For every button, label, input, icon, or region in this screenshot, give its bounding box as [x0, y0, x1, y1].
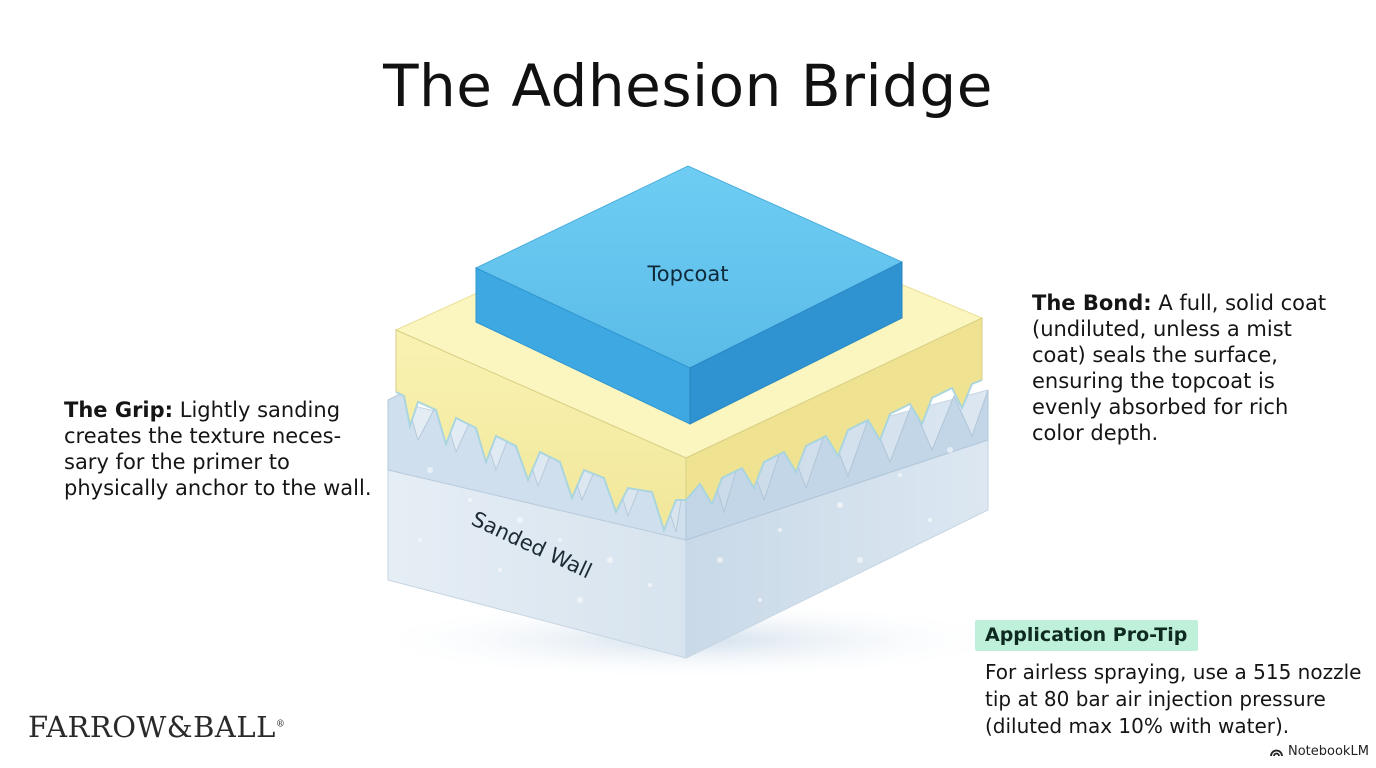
notebooklm-credit: NotebookLM: [1270, 744, 1369, 759]
pro-tip-text: For airless spraying, use a 515 nozzle t…: [985, 660, 1362, 738]
bond-note: The Bond: A full, solid coat (undiluted,…: [1032, 290, 1332, 446]
topcoat-label: Topcoat: [647, 262, 729, 286]
brand-registered-mark: ®: [275, 719, 286, 730]
page-title: The Adhesion Bridge: [383, 52, 993, 120]
grip-heading: The Grip:: [64, 398, 174, 422]
notebooklm-icon: [1270, 749, 1283, 757]
brand-logo-text: FARROW&BALL: [28, 710, 276, 744]
bond-heading: The Bond:: [1032, 291, 1152, 315]
brand-logo: FARROW&BALL®: [28, 710, 285, 744]
bond-text: A full, solid coat (undiluted, unless a …: [1032, 291, 1327, 445]
pro-tip-heading: Application Pro-Tip: [975, 620, 1199, 651]
grip-text: Lightly sanding creates the texture nece…: [64, 398, 372, 500]
primer-seal-line: [395, 379, 983, 533]
wall-texture: [418, 447, 953, 603]
topcoat-right-face: [689, 261, 903, 425]
credit-text: NotebookLM: [1288, 744, 1369, 759]
grip-note: The Grip: Lightly sanding creates the te…: [64, 397, 374, 501]
